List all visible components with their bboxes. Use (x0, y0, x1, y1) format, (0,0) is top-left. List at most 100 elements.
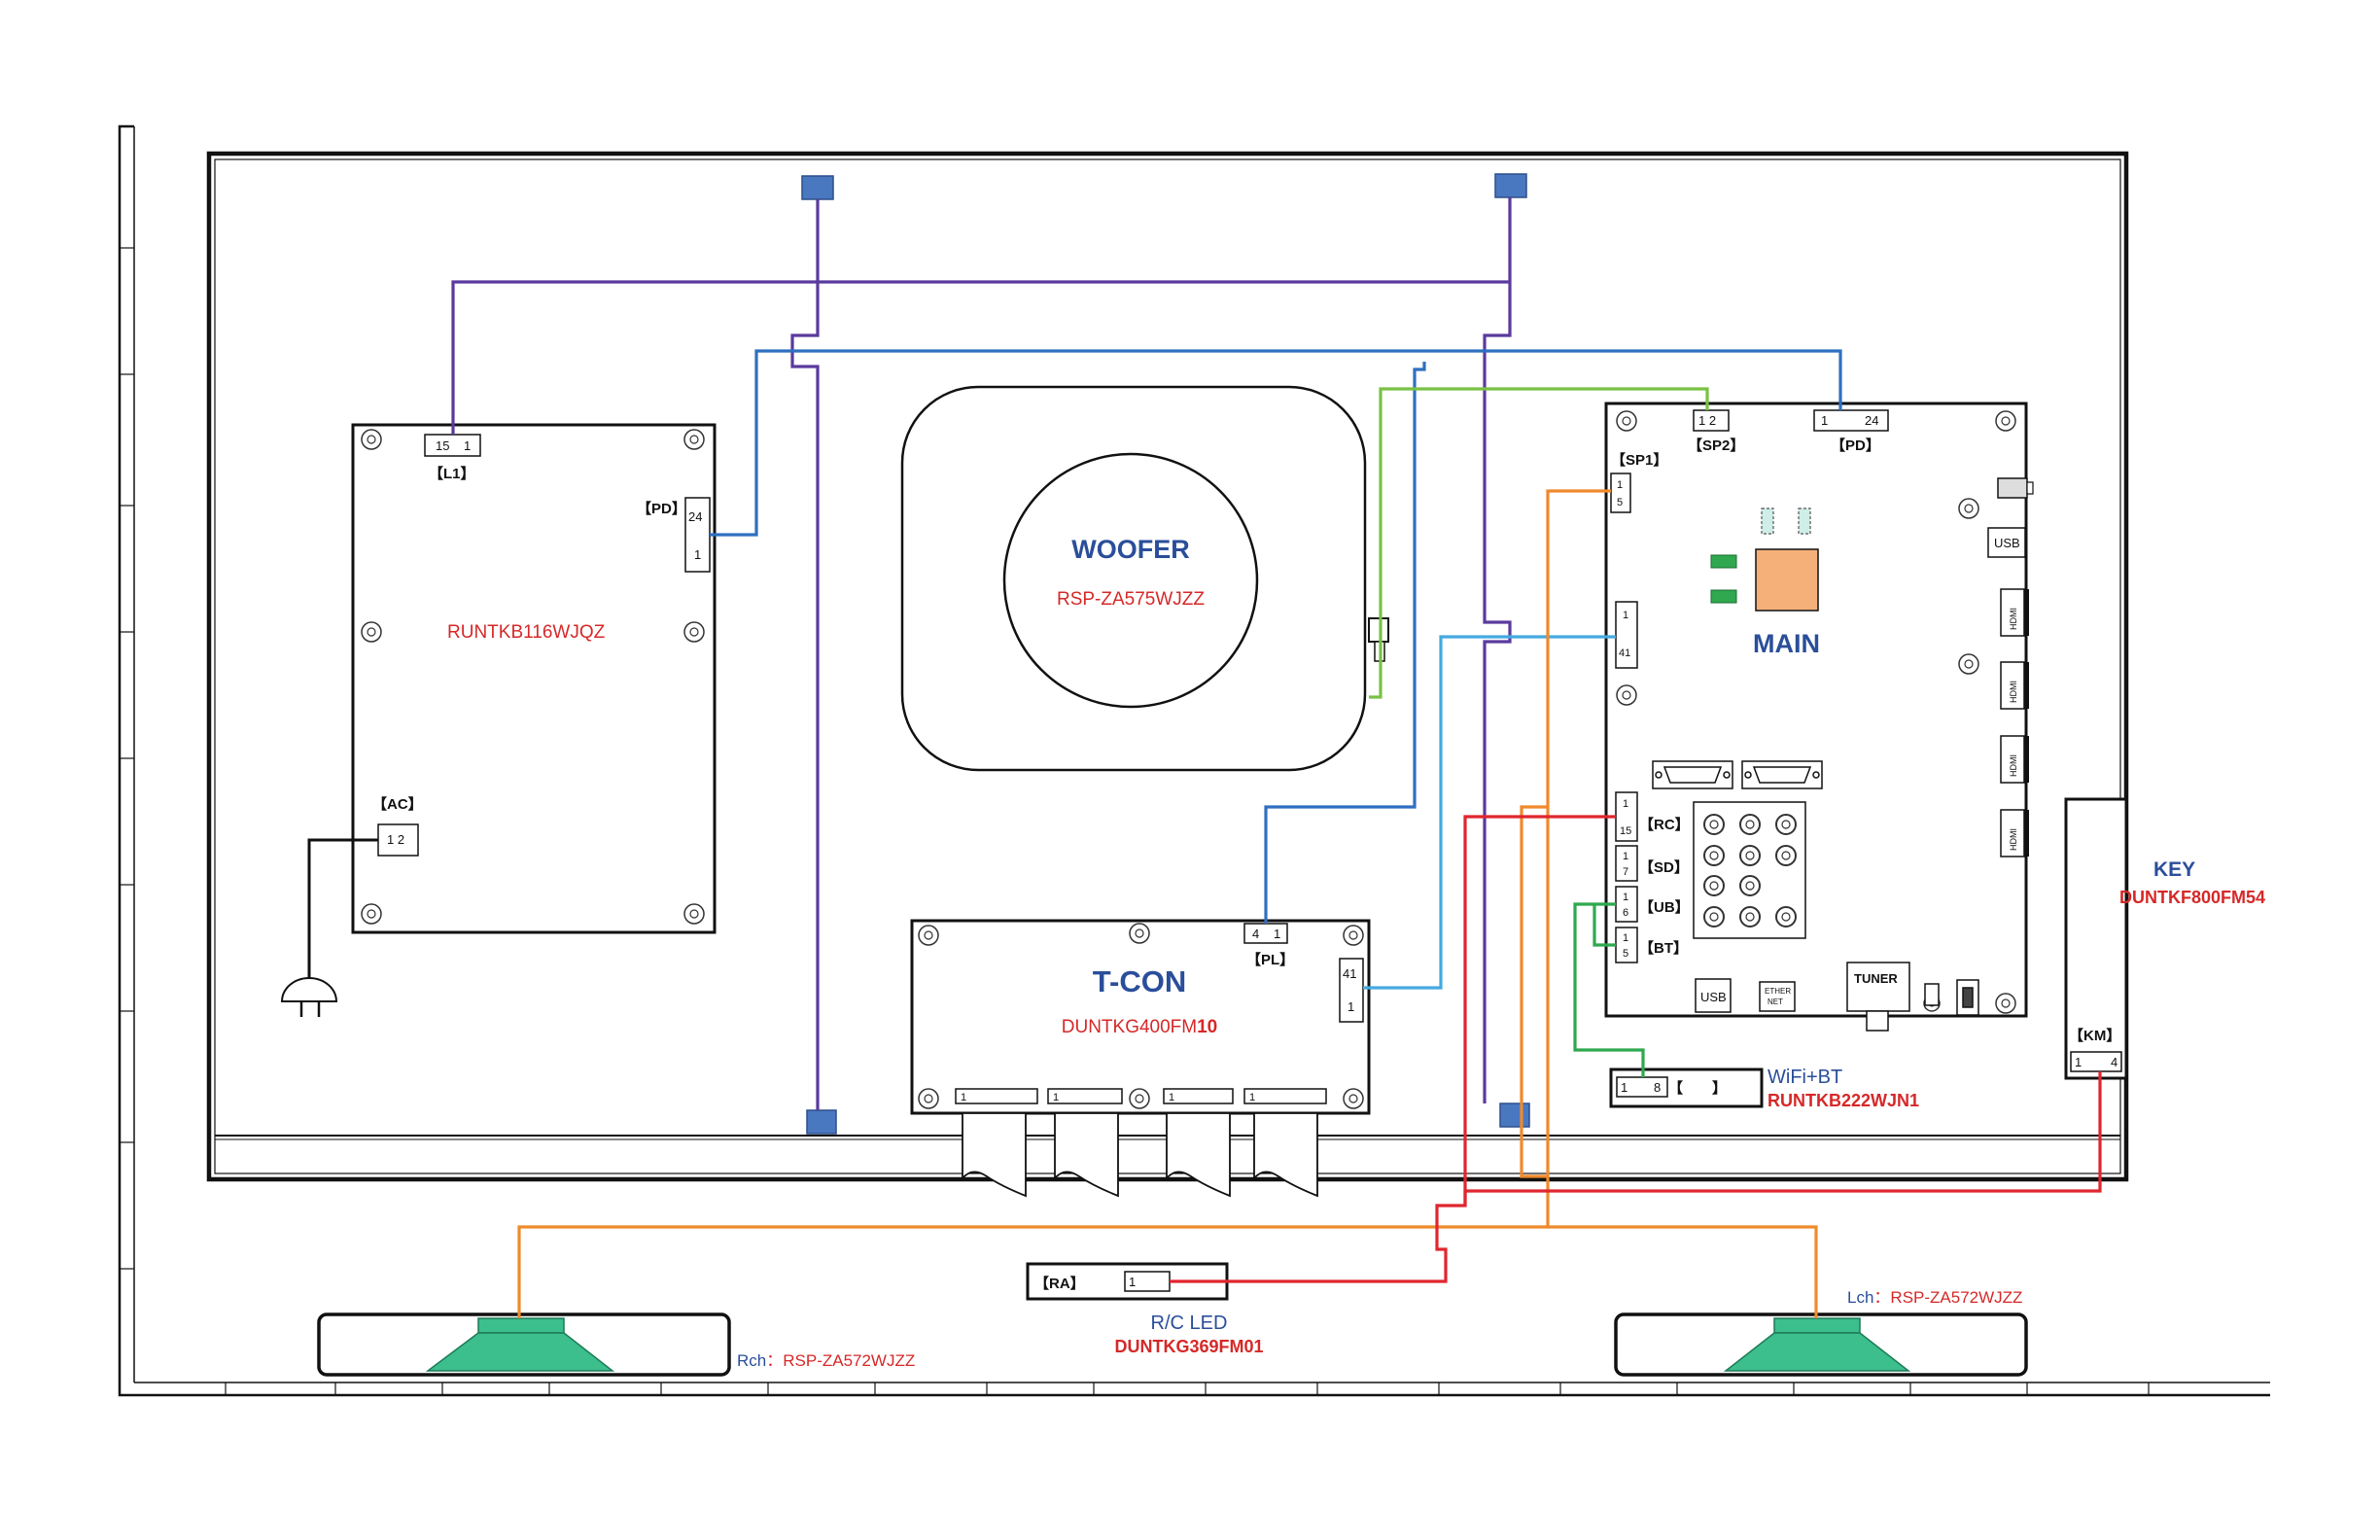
lcd-mount-tabs (801, 173, 1530, 1135)
svg-text:1: 1 (2075, 1055, 2082, 1069)
key-part-number: DUNTKF800FM54 (2119, 888, 2265, 907)
svg-text:1: 1 (464, 438, 471, 453)
key-title: KEY (2153, 858, 2195, 881)
rc-led-part-number: DUNTKG369FM01 (1114, 1337, 1263, 1356)
svg-text:HDMI: HDMI (2009, 681, 2018, 703)
wifi-title: WiFi+BT (1768, 1067, 1842, 1088)
connector-pd-power: 24 1 【PD】 (637, 497, 711, 573)
svg-text:1: 1 (1169, 1092, 1174, 1103)
svg-text:7: 7 (1623, 866, 1628, 878)
ac-cord (280, 838, 378, 1017)
power-board: 15 1 【L1】 24 1 【PD】 RUNTKB116WJQZ 1 2 【A… (351, 423, 717, 934)
svg-text:1: 1 (961, 1092, 966, 1103)
connector-lvds-main: 1 41 (1615, 601, 1638, 669)
connector-sp2: 1 2 【SP2】 (1688, 409, 1744, 454)
tcon-board: 4 1 【PL】 41 1 T-CON DUNTKG400FM10 1 1 1 … (910, 919, 1371, 1198)
svg-text:1: 1 (1348, 999, 1354, 1014)
dsub-connectors (1652, 760, 1823, 789)
svg-text:8: 8 (1654, 1080, 1661, 1095)
ac-plug-icon (280, 977, 338, 1017)
svg-text:24: 24 (1865, 413, 1878, 428)
connector-ac: 1 2 【AC】 (372, 795, 423, 857)
connector-lvds-tcon: 41 1 (1339, 958, 1364, 1023)
connector-l1: 15 1 【L1】 (424, 434, 481, 482)
ethernet-port: ETHER NET (1759, 981, 1796, 1012)
svg-text:【KM】: 【KM】 (2069, 1027, 2120, 1044)
rca-jack-block (1693, 801, 1806, 939)
connector-sd: 1 7 【SD】 (1615, 845, 1689, 882)
connector-sp1: 【SP1】 1 5 (1610, 451, 1667, 513)
svg-text:1: 1 (1053, 1092, 1059, 1103)
svg-text:1: 1 (1623, 851, 1628, 862)
flex-connectors: 1 1 1 1 (955, 1088, 1327, 1104)
svg-text:【PD】: 【PD】 (1831, 437, 1880, 454)
tcon-title: T-CON (1093, 964, 1186, 998)
key-board: 1 4 【KM】 KEY DUNTKF800FM54 (2064, 797, 2265, 1080)
wiring (451, 197, 2102, 1318)
svg-text:【AC】: 【AC】 (372, 795, 423, 813)
main-soc-chip (1755, 548, 1819, 612)
svg-text:6: 6 (1623, 907, 1628, 919)
svg-text:【UB】: 【UB】 (1639, 898, 1690, 916)
usb-port-bottom: USB (1695, 978, 1732, 1013)
svg-text:1: 1 (1623, 932, 1628, 944)
speaker-icon (1723, 1317, 1911, 1372)
svg-text:Lch：RSP-ZA572WJZZ: Lch：RSP-ZA572WJZZ (1847, 1288, 2022, 1307)
svg-text:41: 41 (1619, 648, 1630, 659)
svg-text:HDMI: HDMI (2009, 828, 2018, 851)
power-part-number: RUNTKB116WJQZ (447, 622, 606, 643)
main-board: 1 2 【SP2】 1 24 【PD】 【SP1】 1 5 1 41 1 15 … (1604, 402, 2034, 1032)
svg-text:4: 4 (1252, 927, 1259, 941)
speaker-left-channel: Lch (1847, 1288, 1873, 1307)
svg-text:15: 15 (1620, 825, 1631, 837)
svg-text:1: 1 (1249, 1092, 1255, 1103)
svg-text:4: 4 (2111, 1055, 2118, 1069)
svg-text:1: 1 (1129, 1275, 1136, 1289)
speaker-right-channel: Rch (737, 1351, 766, 1370)
svg-text:【L1】: 【L1】 (429, 465, 475, 482)
svg-text:1: 1 (1623, 892, 1628, 903)
svg-text:1: 1 (1623, 798, 1628, 810)
svg-text:1: 1 (1617, 479, 1623, 491)
svg-text:【RA】: 【RA】 (1034, 1275, 1085, 1292)
hdmi-ports: HDMI HDMI HDMI HDMI (2000, 588, 2029, 858)
svg-text:1: 1 (1623, 610, 1628, 621)
connector-pd-main: 1 24 【PD】 (1813, 409, 1889, 454)
svg-text:USB: USB (1700, 990, 1727, 1004)
svg-text:HDMI: HDMI (2009, 608, 2018, 630)
tuner-module: TUNER (1846, 962, 1910, 1032)
svg-text:1 2: 1 2 (1698, 413, 1716, 428)
wifi-bt-module: 1 8 【 】 WiFi+BT RUNTKB222WJN1 (1609, 1067, 1919, 1110)
rc-led-title: R/C LED (1151, 1312, 1228, 1334)
svg-text:1: 1 (694, 547, 701, 562)
screw-icon (918, 923, 1364, 1109)
svg-text:【SP2】: 【SP2】 (1688, 437, 1744, 454)
svg-text:【BT】: 【BT】 (1639, 939, 1688, 957)
speaker-icon (425, 1317, 615, 1372)
wifi-part-number: RUNTKB222WJN1 (1768, 1091, 1919, 1110)
speaker-right-part-number: ：RSP-ZA572WJZZ (766, 1351, 915, 1370)
svg-text:Rch：RSP-ZA572WJZZ: Rch：RSP-ZA572WJZZ (737, 1351, 915, 1370)
svg-text:5: 5 (1617, 497, 1623, 508)
woofer-title: WOOFER (1071, 535, 1190, 564)
svg-text:15: 15 (436, 438, 449, 453)
woofer-part-number: RSP-ZA575WJZZ (1057, 589, 1205, 610)
main-title: MAIN (1753, 629, 1820, 658)
svg-text:【SD】: 【SD】 (1639, 858, 1689, 876)
svg-text:5: 5 (1623, 948, 1628, 960)
svg-text:NET: NET (1768, 998, 1783, 1006)
svg-text:【SP1】: 【SP1】 (1611, 451, 1667, 469)
connector-pl: 4 1 【PL】 (1243, 923, 1294, 968)
svg-text:TUNER: TUNER (1854, 971, 1898, 986)
svg-text:24: 24 (688, 509, 702, 524)
connector-rc: 1 15 【RC】 (1615, 791, 1690, 842)
tcon-part-number: DUNTKG400FM10 (1062, 1017, 1218, 1037)
rc-led-board: 【RA】 1 R/C LED DUNTKG369FM01 (1026, 1262, 1264, 1356)
screw-icon (361, 429, 705, 925)
svg-text:【PD】: 【PD】 (637, 500, 686, 517)
usb-port-side: USB (1987, 527, 2026, 558)
svg-text:ETHER: ETHER (1765, 987, 1791, 996)
flex-cables (962, 1112, 1318, 1198)
svg-text:41: 41 (1343, 966, 1356, 981)
connector-ub: 1 6 【UB】 (1615, 886, 1690, 923)
